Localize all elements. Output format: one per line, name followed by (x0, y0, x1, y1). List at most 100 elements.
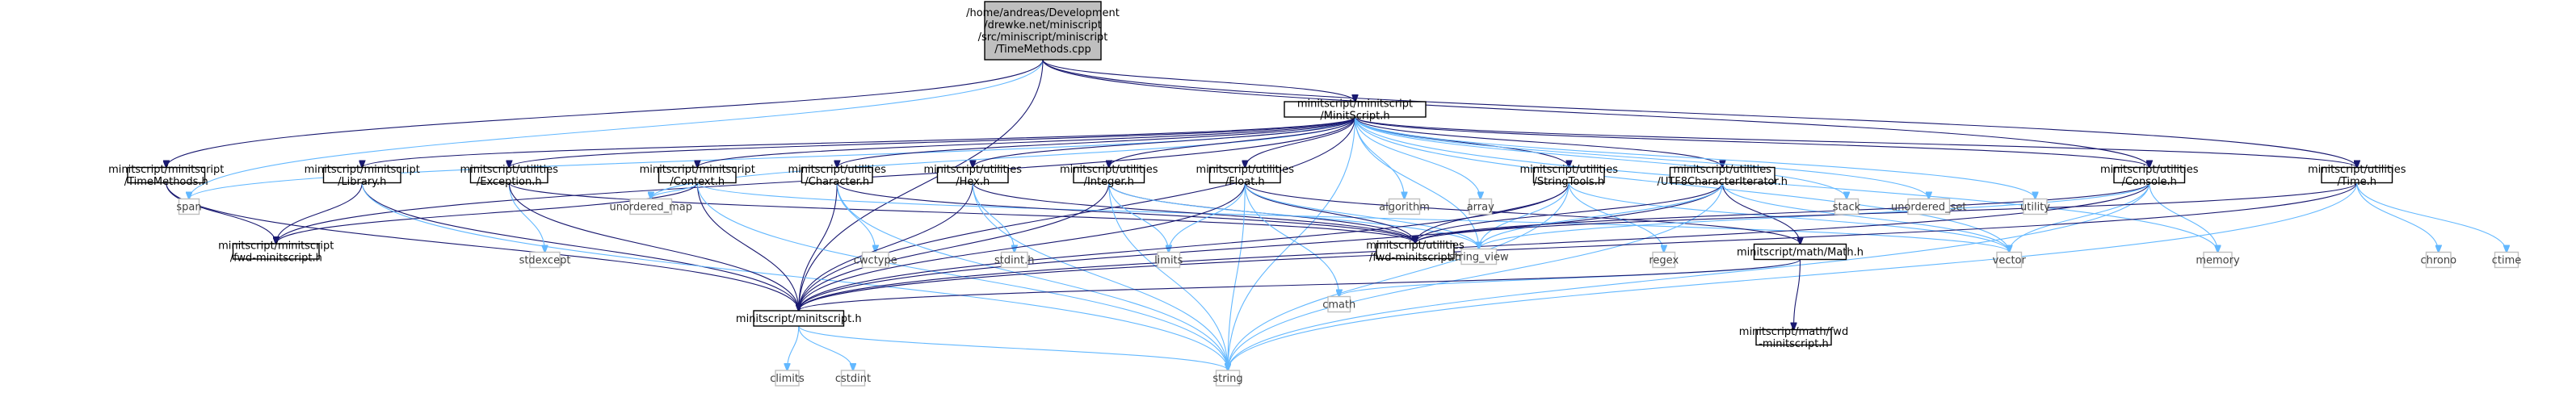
node-box (1000, 251, 1028, 269)
node-label-line: minitscript/utilities (924, 164, 1023, 176)
edge-Hex_h-to-stdint_h (972, 182, 1015, 253)
node-box (1907, 198, 1951, 215)
edge-Context_h-to-fwd_ms (276, 182, 698, 245)
node-label-line: /drewke.net/miniscript (984, 19, 1102, 31)
node-console-h[interactable]: minitscript/utilities/Console.h (2100, 164, 2199, 188)
node-label-line: minitscript/utilities (2308, 164, 2406, 176)
edge-Character_h-to-fwd_util (836, 182, 1415, 244)
node-box (1284, 101, 1427, 118)
node-box (1157, 251, 1181, 269)
edge-Library_h-to-string (361, 182, 1228, 371)
node-character-h[interactable]: minitscript/utilities/Character.h (788, 164, 887, 188)
node-label-line: /Float.h (1225, 176, 1265, 188)
node-box (775, 370, 800, 387)
node-minitscript-h[interactable]: minitscript/minitscript/MinitScript.h (1284, 98, 1427, 123)
node-box (322, 166, 401, 184)
node-box (1834, 198, 1860, 215)
edge-Float_h-to-fwd_util (1244, 182, 1415, 244)
node-label-line: /fwd-minitscript.h (230, 253, 322, 265)
node-label-line: /TimeMethods.h (124, 176, 208, 188)
node-label-line: /Character.h (805, 176, 869, 188)
node-time-h[interactable]: minitscript/utilities/Time.h (2308, 164, 2406, 188)
edge-UTF8_h-to-Math_h (1721, 182, 1800, 245)
node-box (861, 251, 889, 269)
node-label-line: minitscript/math/fwd (1739, 326, 1848, 338)
edge-Console_h-to-memory (2149, 182, 2218, 253)
node-box (1327, 295, 1351, 313)
node-timemethods-h[interactable]: minitscript/minitscript/TimeMethods.h (108, 164, 224, 188)
nodes-layer: /home/andreas/Development/drewke.net/min… (108, 1, 2521, 387)
node-label-line: algorithm (1379, 202, 1430, 214)
edge-Console_h-to-string_view (1479, 182, 2150, 249)
edge-Context_h-to-minitscript_h (696, 182, 799, 312)
edge-Time_h-to-chrono (2356, 182, 2439, 253)
node-limits: limits (1154, 251, 1183, 269)
edge-StringTools_h-to-regex (1568, 182, 1664, 253)
node-hex-h[interactable]: minitscript/utilities/Hex.h (924, 164, 1023, 188)
edge-MinitScript_h-to-Time_h (1354, 116, 2357, 168)
node-fwd-util[interactable]: minitscript/utilities/fwd-minitscript.h (1366, 240, 1464, 264)
node-stack: stack (1833, 198, 1861, 215)
node-box (232, 243, 320, 260)
node-label-line: minitscript/minitscript (305, 164, 420, 176)
edge-Exception_h-to-minitscript_h (508, 182, 799, 312)
node-box (658, 166, 737, 184)
node-label-line: minitscript/utilities (460, 164, 559, 176)
node-root[interactable]: /home/andreas/Development/drewke.net/min… (966, 1, 1120, 61)
node-utility: utility (2020, 198, 2050, 215)
node-context-h[interactable]: minitscript/minitscript/Context.h (640, 164, 755, 188)
edge-Float_h-to-cmath (1244, 182, 1339, 297)
node-box (1753, 243, 1847, 261)
node-utf8-h[interactable]: minitscript/utilities/UTF8CharacterItera… (1657, 164, 1788, 188)
node-library-h[interactable]: minitscript/minitscript/Library.h (305, 164, 420, 188)
edge-MinitScript_h-to-utility (1354, 116, 2036, 199)
edge-MinitScript_h-to-Integer_h (1109, 116, 1356, 168)
node-box (469, 166, 548, 184)
node-float-h[interactable]: minitscript/utilities/Float.h (1196, 164, 1295, 188)
edge-Integer_h-to-string (1108, 182, 1228, 371)
node-label-line: minitscript/utilities (1674, 164, 1772, 176)
node-label-line: stack (1833, 202, 1861, 214)
edge-root-to-MinitScript_h (1042, 59, 1355, 102)
node-box (1669, 166, 1775, 184)
edge-MinitScript_h-to-Context_h (697, 116, 1356, 168)
edge-UTF8_h-to-fwd_util (1415, 182, 1723, 244)
edge-Exception_h-to-stdexcept (508, 182, 544, 253)
node-label-line: minitscript/utilities (1196, 164, 1295, 176)
edge-Integer_h-to-minitscript_h (799, 182, 1110, 312)
edge-Math_h-to-cmath (1339, 259, 1801, 297)
edge-root-to-span (189, 59, 1044, 199)
node-label-line: minitscript/minitscript (108, 164, 224, 176)
edge-MinitScript_h-to-memory (1354, 116, 2218, 253)
node-fwd-ms[interactable]: minitscript/minitscript/fwd-minitscript.… (218, 240, 334, 265)
node-label-line: /Exception.h (477, 176, 542, 188)
node-minitscript-h[interactable]: minitscript/minitscript.h (736, 310, 862, 327)
node-box (1532, 166, 1605, 184)
node-box (178, 198, 200, 215)
node-math-h[interactable]: minitscript/math/Math.h (1737, 243, 1864, 261)
node-label-line: -minitscript.h (1759, 338, 1829, 350)
node-math-fwd[interactable]: minitscript/math/fwd-minitscript.h (1739, 326, 1848, 350)
edge-MinitScript_h-to-unordered_set (1354, 116, 1929, 199)
edge-MinitScript_h-to-minitscript_h (799, 116, 1356, 311)
node-label-line: minitscript/utilities (1520, 164, 1619, 176)
edge-MinitScript_h-to-Hex_h (973, 116, 1356, 168)
edge-root-to-minitscript_h (799, 59, 1044, 311)
node-label-line: /Hex.h (956, 176, 990, 188)
node-stringtools-h[interactable]: minitscript/utilities/StringTools.h (1520, 164, 1619, 188)
node-box (1388, 198, 1421, 215)
node-algorithm: algorithm (1379, 198, 1430, 215)
edge-root-to-TimeMethods_h (166, 59, 1044, 168)
node-box (2113, 166, 2186, 184)
node-exception-h[interactable]: minitscript/utilities/Exception.h (460, 164, 559, 188)
node-box (840, 370, 866, 387)
edges-layer (166, 59, 2507, 371)
node-integer-h[interactable]: minitscript/utilities/Integer.h (1060, 164, 1158, 188)
edge-Console_h-to-string (1228, 182, 2150, 371)
edge-MinitScript_h-to-Exception_h (509, 116, 1356, 168)
edge-Time_h-to-minitscript_h (799, 182, 2358, 312)
node-cmath: cmath (1322, 295, 1355, 313)
node-label-line: minitscript/minitscript (1297, 98, 1413, 111)
edge-MinitScript_h-to-stack (1354, 116, 1847, 199)
node-box (753, 310, 845, 327)
